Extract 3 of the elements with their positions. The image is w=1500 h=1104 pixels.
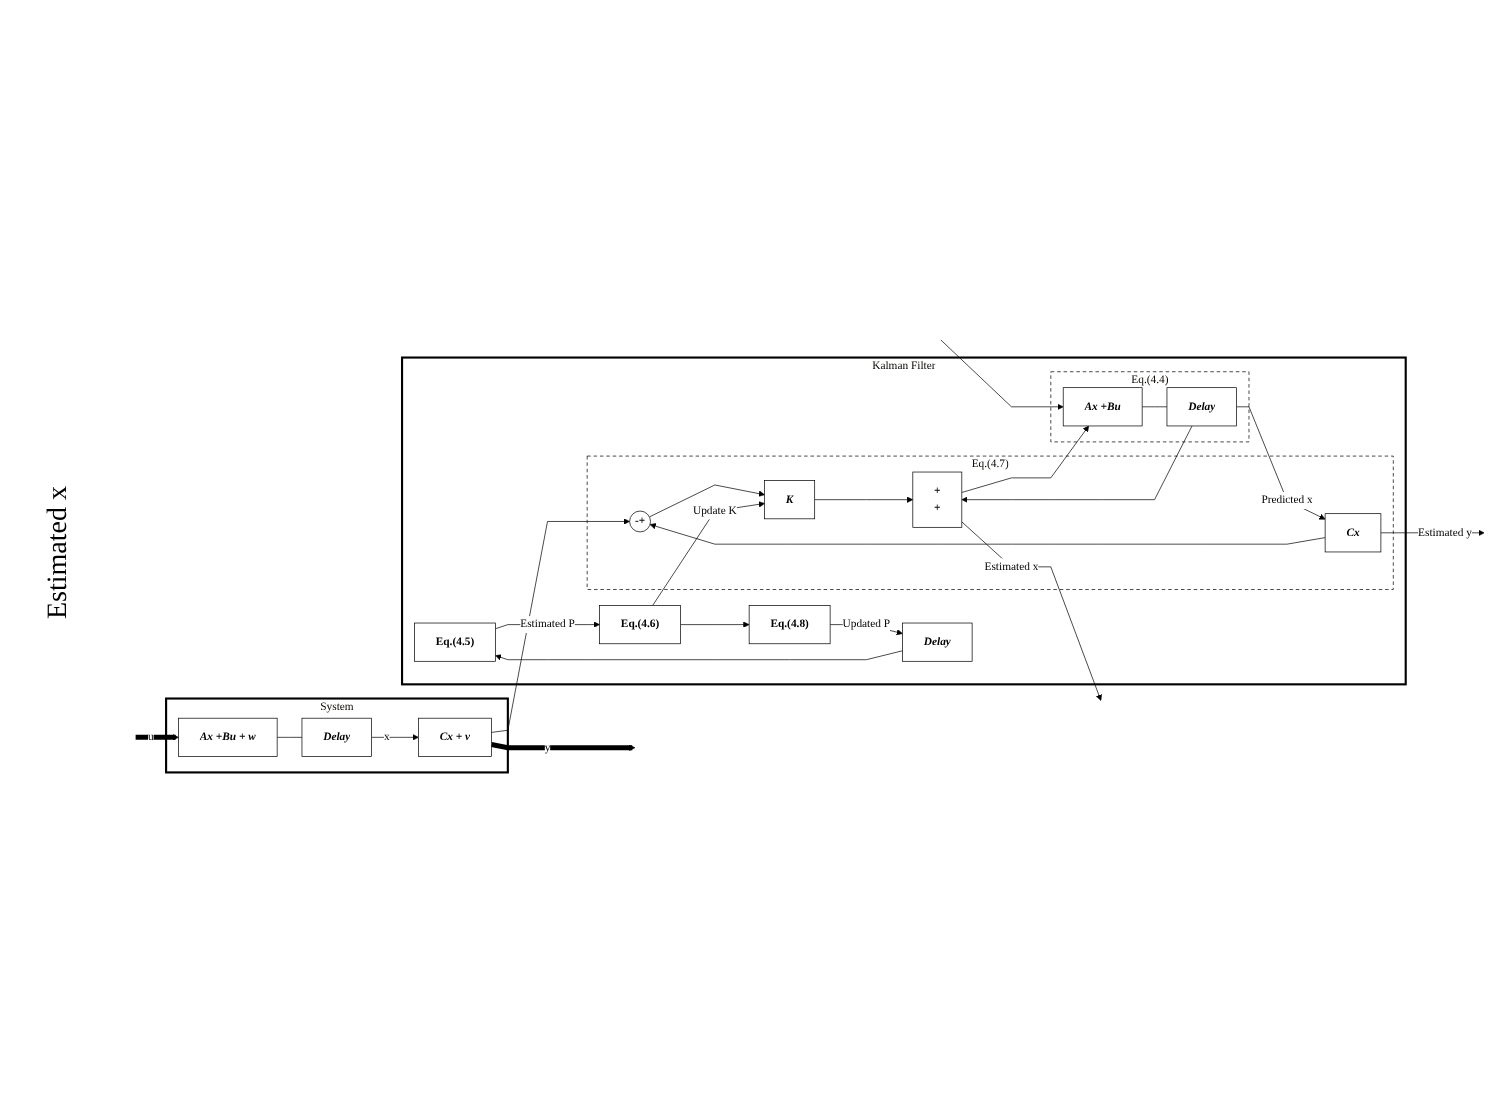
arrow xyxy=(490,742,636,751)
axis-note: Estimated x xyxy=(44,485,76,619)
arrow xyxy=(135,734,179,741)
